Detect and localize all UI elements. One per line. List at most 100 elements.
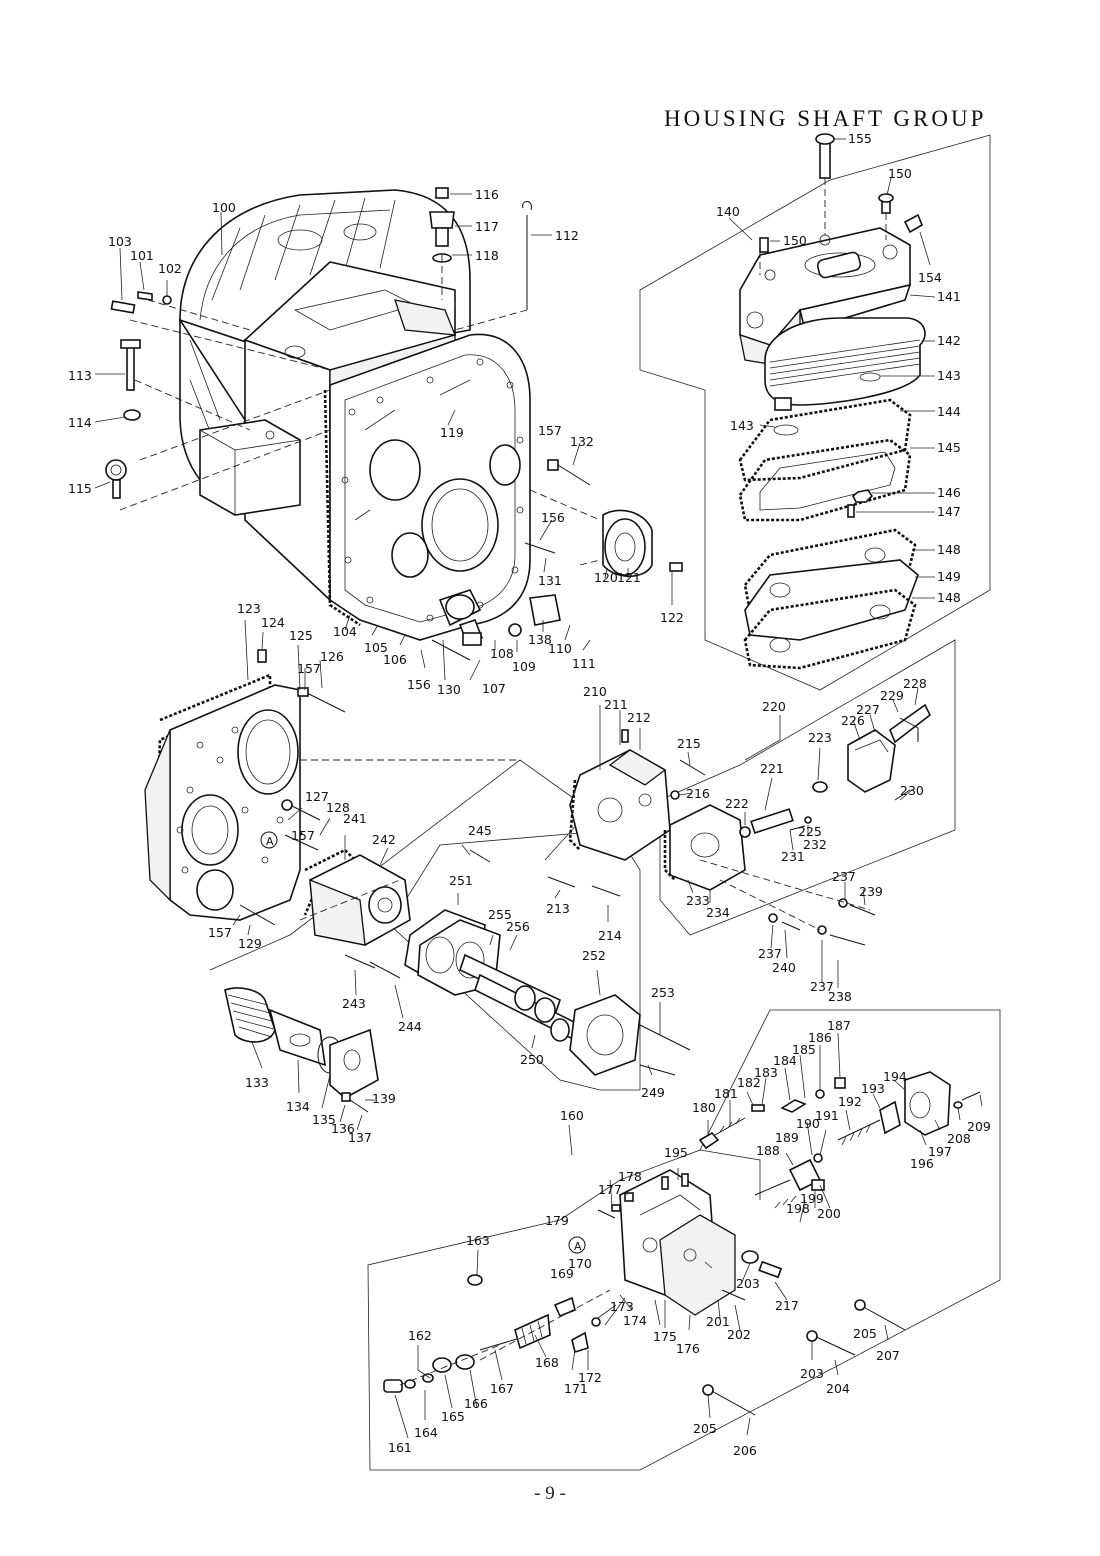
control-valve-210 xyxy=(547,703,932,946)
callout-239: 239 xyxy=(859,884,883,899)
callout-209: 209 xyxy=(967,1119,991,1134)
callout-176: 176 xyxy=(676,1341,700,1356)
callout-197: 197 xyxy=(928,1144,952,1159)
callout-251: 251 xyxy=(449,873,473,888)
callout-168: 168 xyxy=(535,1355,559,1370)
valve-body-160 xyxy=(383,1071,981,1416)
callout-129: 129 xyxy=(238,936,262,951)
callout-128: 128 xyxy=(326,800,350,815)
callout-225: 225 xyxy=(798,824,822,839)
callout-137: 137 xyxy=(348,1130,372,1145)
callout-102: 102 xyxy=(158,261,182,276)
page-number: - 9 - xyxy=(534,1483,566,1504)
callout-108: 108 xyxy=(490,646,514,661)
callout-157: 157 xyxy=(208,925,232,940)
callout-189: 189 xyxy=(775,1130,799,1145)
group-frames xyxy=(209,134,1001,1471)
callout-139: 139 xyxy=(372,1091,396,1106)
callout-127: 127 xyxy=(305,789,329,804)
callout-195: 195 xyxy=(664,1145,688,1160)
callout-138: 138 xyxy=(528,632,552,647)
callout-175: 175 xyxy=(653,1329,677,1344)
callout-124: 124 xyxy=(261,615,285,630)
callout-203: 203 xyxy=(736,1276,760,1291)
page-title: HOUSING SHAFT GROUP xyxy=(664,106,987,131)
callout-228: 228 xyxy=(903,676,927,691)
callout-leaders xyxy=(94,138,983,1439)
callout-200: 200 xyxy=(817,1206,841,1221)
callout-255: 255 xyxy=(488,907,512,922)
callout-145: 145 xyxy=(937,440,961,455)
callout-193: 193 xyxy=(861,1081,885,1096)
callout-135: 135 xyxy=(312,1112,336,1127)
callout-121: 121 xyxy=(617,570,641,585)
cover-group-140 xyxy=(738,133,926,670)
callout-111: 111 xyxy=(572,656,596,671)
callout-136: 136 xyxy=(331,1121,355,1136)
callout-226: 226 xyxy=(841,713,865,728)
callout-220: 220 xyxy=(762,699,786,714)
callout-190: 190 xyxy=(796,1116,820,1131)
callout-204: 204 xyxy=(826,1381,850,1396)
callout-214: 214 xyxy=(598,928,622,943)
callout-156: 156 xyxy=(541,510,565,525)
callout-105: 105 xyxy=(364,640,388,655)
cover-marking: HIO xyxy=(825,257,855,278)
callout-207: 207 xyxy=(876,1348,900,1363)
rear-cover-123 xyxy=(144,649,520,926)
callout-198: 198 xyxy=(786,1201,810,1216)
callout-150: 150 xyxy=(888,166,912,181)
callout-217: 217 xyxy=(775,1298,799,1313)
callout-210: 210 xyxy=(583,684,607,699)
callout-237: 237 xyxy=(832,869,856,884)
callout-106: 106 xyxy=(383,652,407,667)
callout-253: 253 xyxy=(651,985,675,1000)
callout-234: 234 xyxy=(706,905,730,920)
callout-169: 169 xyxy=(550,1266,574,1281)
callout-196: 196 xyxy=(910,1156,934,1171)
callout-244: 244 xyxy=(398,1019,422,1034)
callout-172: 172 xyxy=(578,1370,602,1385)
callout-100: 100 xyxy=(212,200,236,215)
reference-markers xyxy=(260,831,586,1254)
callout-191: 191 xyxy=(815,1108,839,1123)
callout-205: 205 xyxy=(853,1326,877,1341)
callout-205: 205 xyxy=(693,1421,717,1436)
callout-163: 163 xyxy=(466,1233,490,1248)
callout-117: 117 xyxy=(475,219,499,234)
callout-240: 240 xyxy=(772,960,796,975)
callout-110: 110 xyxy=(548,641,572,656)
callout-134: 134 xyxy=(286,1099,310,1114)
callout-157: 157 xyxy=(291,828,315,843)
callout-252: 252 xyxy=(582,948,606,963)
callout-183: 183 xyxy=(754,1065,778,1080)
callout-192: 192 xyxy=(838,1094,862,1109)
callout-231: 231 xyxy=(781,849,805,864)
callout-230: 230 xyxy=(900,783,924,798)
callout-212: 212 xyxy=(627,710,651,725)
callout-215: 215 xyxy=(677,736,701,751)
callout-211: 211 xyxy=(604,697,628,712)
callout-185: 185 xyxy=(792,1042,816,1057)
callout-249: 249 xyxy=(641,1085,665,1100)
callout-232: 232 xyxy=(803,837,827,852)
callout-227: 227 xyxy=(856,702,880,717)
callout-179: 179 xyxy=(545,1213,569,1228)
callout-223: 223 xyxy=(808,730,832,745)
callout-238: 238 xyxy=(828,989,852,1004)
callout-143: 143 xyxy=(937,368,961,383)
callout-140: 140 xyxy=(716,204,740,219)
callout-184: 184 xyxy=(773,1053,797,1068)
callout-177: 177 xyxy=(598,1182,622,1197)
callout-156: 156 xyxy=(407,677,431,692)
callout-157: 157 xyxy=(297,661,321,676)
callout-123: 123 xyxy=(237,601,261,616)
callout-245: 245 xyxy=(468,823,492,838)
callout-256: 256 xyxy=(506,919,530,934)
callout-233: 233 xyxy=(686,893,710,908)
callout-148: 148 xyxy=(937,590,961,605)
callout-132: 132 xyxy=(570,434,594,449)
callout-144: 144 xyxy=(937,404,961,419)
callout-115: 115 xyxy=(68,481,92,496)
